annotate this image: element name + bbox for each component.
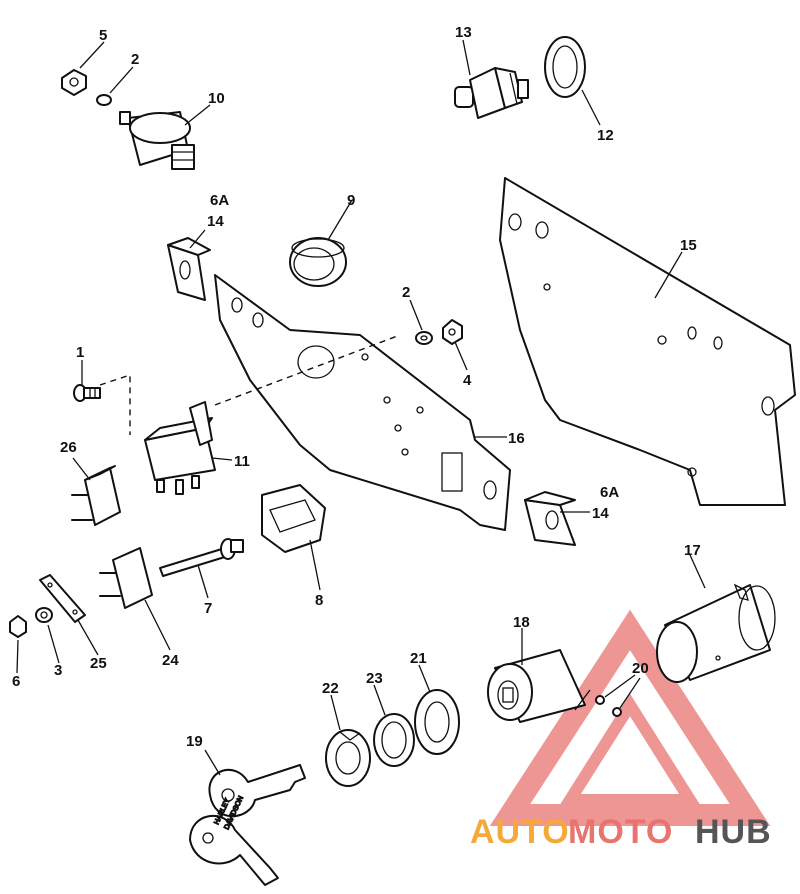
part-9-grommet	[289, 237, 347, 287]
part-labels: 5 2 10 13 12 6A 14 9 15 2 4 1 11 16 26 6…	[12, 24, 701, 750]
label-7: 7	[204, 600, 212, 617]
part-14-clip-top	[167, 237, 211, 301]
label-10: 10	[208, 90, 225, 107]
label-4: 4	[463, 372, 472, 389]
part-23-spacer	[373, 713, 415, 767]
watermark-hub: HUB	[695, 813, 772, 851]
part-20-screws	[595, 695, 622, 717]
label-21: 21	[410, 650, 427, 667]
part-6-nut	[9, 615, 27, 638]
assembly-dashed-lines	[99, 334, 401, 435]
label-2-mid: 2	[402, 284, 410, 301]
part-26-terminal-block	[71, 465, 121, 526]
label-13: 13	[455, 24, 472, 41]
label-19: 19	[186, 733, 203, 750]
part-11-relay	[144, 401, 216, 495]
label-22: 22	[322, 680, 339, 697]
label-17: 17	[684, 542, 701, 559]
label-1: 1	[76, 344, 84, 361]
watermark-auto: AUTO	[470, 813, 570, 851]
leader-lines	[16, 39, 706, 776]
part-25-strap	[39, 574, 86, 623]
label-6: 6	[12, 673, 20, 690]
label-24: 24	[162, 652, 179, 669]
part-16-mounting-bracket	[214, 274, 511, 531]
label-25: 25	[90, 655, 107, 672]
label-14-right: 14	[592, 505, 609, 522]
label-15: 15	[680, 237, 697, 254]
part-8-cover	[261, 484, 326, 553]
label-2-top: 2	[131, 51, 139, 68]
label-6a-right: 6A	[600, 484, 619, 501]
label-9: 9	[347, 192, 355, 209]
part-7-pin	[159, 538, 244, 577]
label-20: 20	[632, 660, 649, 677]
label-18: 18	[513, 614, 530, 631]
part-15-side-plate	[499, 177, 796, 506]
label-14-top: 14	[207, 213, 224, 230]
part-12-gasket	[544, 36, 586, 98]
part-13-neutral-switch	[454, 67, 529, 119]
part-19-keys: HARLEY DAVIDSON	[189, 764, 306, 886]
part-3-lockwasher	[35, 607, 53, 623]
watermark-moto: MOTO	[568, 813, 673, 851]
label-11: 11	[234, 453, 250, 470]
part-5-nut	[61, 69, 87, 96]
watermark-brand-text: AUTO MOTO HUB	[470, 813, 772, 851]
part-4-nut	[442, 319, 463, 345]
part-18-ignition-switch	[487, 649, 591, 723]
part-1-screw	[73, 384, 101, 402]
label-16: 16	[508, 430, 525, 447]
watermark-logo-triangle	[489, 609, 771, 826]
part-10-pressure-switch	[119, 111, 195, 170]
part-2-lockwasher-top	[96, 94, 112, 106]
label-23: 23	[366, 670, 383, 687]
label-6a-top: 6A	[210, 192, 229, 209]
label-5: 5	[99, 27, 107, 44]
part-21-washer	[414, 689, 460, 755]
label-3: 3	[54, 662, 62, 679]
label-26: 26	[60, 439, 77, 456]
part-17-housing	[656, 583, 776, 683]
part-22-nut	[325, 729, 371, 787]
label-8: 8	[315, 592, 323, 609]
part-24-terminal-block	[99, 547, 153, 609]
part-14-clip-right	[524, 491, 576, 546]
label-12: 12	[597, 127, 614, 144]
part-2-lockwasher-mid	[415, 331, 433, 345]
